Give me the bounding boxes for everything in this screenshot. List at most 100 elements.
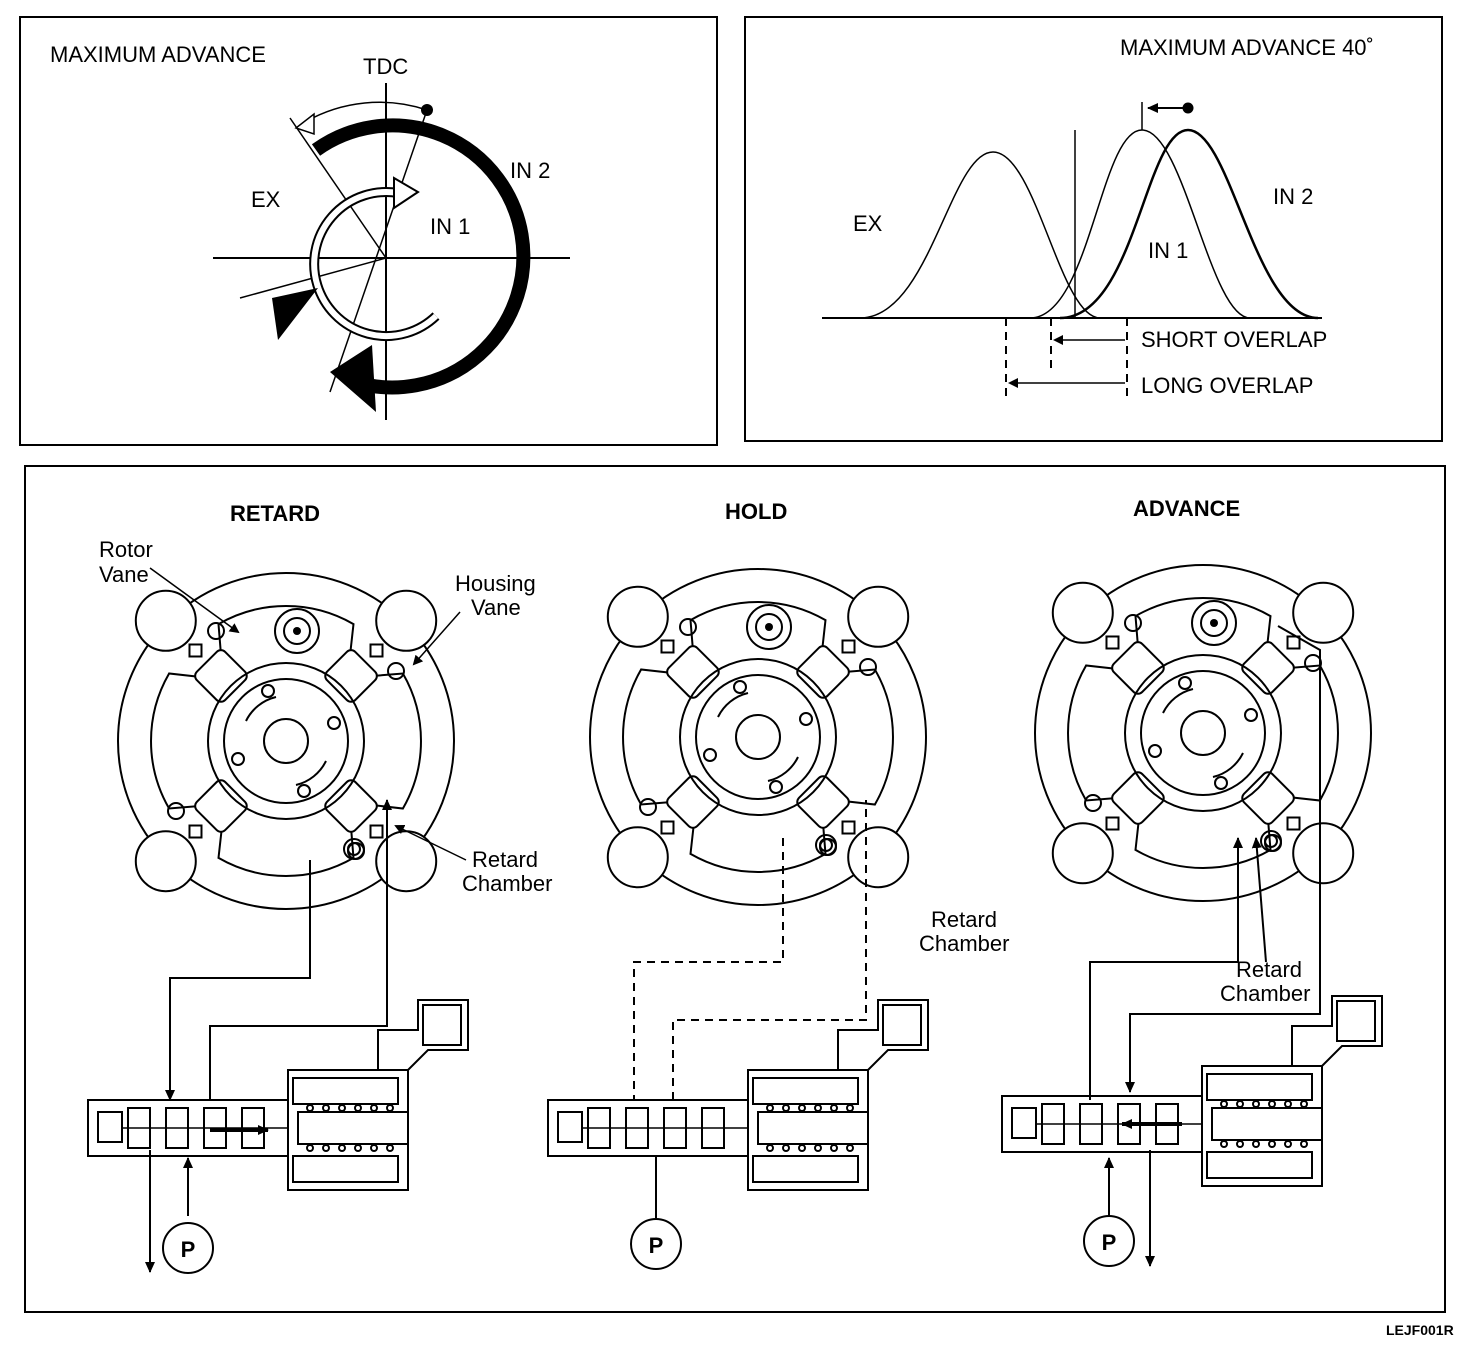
hold-housing-scallop-2	[606, 585, 669, 648]
retard-supply-line	[209, 799, 392, 1100]
advance-pump-label: P	[1102, 1230, 1117, 1255]
advance-bearing-bot-2	[1252, 1140, 1260, 1148]
advance-bearing-bot-1	[1236, 1140, 1244, 1148]
lift-ex-label: EX	[853, 211, 883, 236]
advance-bearing-bot-4	[1284, 1140, 1292, 1148]
advance-bearing-top-3	[1268, 1100, 1276, 1108]
tdc-label: TDC	[363, 54, 408, 79]
retard-rotor-vane-1	[194, 779, 248, 833]
hold-bearing-top-0	[766, 1104, 774, 1112]
retard-housing-scallop-1	[134, 830, 197, 893]
advance-supply-branch	[1251, 837, 1267, 963]
advance-rotor-vane-0	[1241, 771, 1295, 825]
hold-rotor-vane-0	[796, 775, 850, 829]
long-overlap-label: LONG OVERLAP	[1141, 373, 1313, 398]
advance-vane-seal-1	[1105, 816, 1120, 831]
hold-solenoid-case	[747, 1069, 869, 1191]
vvt-rotor-group	[117, 564, 1372, 910]
retard-oil-hole-1	[327, 716, 341, 730]
advance-pump-symbol: P	[1083, 1215, 1135, 1267]
oil-control-valve-group	[87, 995, 1383, 1191]
housing-label-line1: Housing	[455, 571, 536, 596]
hold-oil-hole-1	[799, 712, 813, 726]
ex-label: EX	[251, 187, 281, 212]
retard-pump-circle	[162, 1222, 214, 1274]
retard-pump-symbol: P	[162, 1222, 214, 1274]
hold-oil-groove-1	[717, 692, 749, 718]
retard-dowel-outer	[343, 838, 365, 860]
hold-pump-circle	[630, 1218, 682, 1270]
retard-heading: RETARD	[230, 501, 320, 526]
retard-bearing-top-5	[386, 1104, 394, 1112]
retard-lock-pin-mid	[283, 617, 311, 645]
retard-housing-scallop-3	[375, 589, 438, 652]
hold-oil-hole-2	[733, 680, 747, 694]
in1-arrowhead	[393, 176, 420, 210]
advance-bearing-bot-5	[1300, 1140, 1308, 1148]
retard-hub-outer	[207, 662, 365, 820]
retard-housing-outline	[117, 572, 455, 910]
hold-rotor-vane-3	[796, 645, 850, 699]
lift-panel-title: MAXIMUM ADVANCE 40˚	[1120, 35, 1374, 60]
advance-oil-hole-3	[1214, 776, 1228, 790]
advance-coil-lower	[1206, 1151, 1313, 1179]
advance-hub-outer	[1124, 654, 1282, 812]
hold-lock-pin-mid	[755, 613, 783, 641]
retard-bearing-bot-4	[370, 1144, 378, 1152]
hold-bearing-bot-1	[782, 1144, 790, 1152]
hold-housing-scallop-1	[606, 826, 669, 889]
in1-lift-curve	[1029, 129, 1251, 319]
hold-bearing-bot-2	[798, 1144, 806, 1152]
hold-bearing-top-1	[782, 1104, 790, 1112]
advance-lock-pin-mid	[1200, 609, 1228, 637]
hold-housing-outline	[589, 568, 927, 906]
retard-bearing-bot-3	[354, 1144, 362, 1152]
hold-heading: HOLD	[725, 499, 787, 524]
advance-bearing-top-2	[1252, 1100, 1260, 1108]
hold-bearing-top-3	[814, 1104, 822, 1112]
hold-hub-inner	[695, 674, 821, 800]
retard-connector	[377, 999, 469, 1071]
short-overlap-label: SHORT OVERLAP	[1141, 327, 1327, 352]
housing-vane-pointer	[412, 611, 461, 666]
hold-bolt-hole-2	[679, 618, 697, 636]
in-open-line	[329, 109, 428, 393]
retard-bearing-bot-0	[306, 1144, 314, 1152]
advance-hub-bore	[1180, 710, 1226, 756]
hold-hub-bore	[735, 714, 781, 760]
hold-bolt-hole-1	[639, 798, 657, 816]
advance-rotor	[1034, 564, 1372, 902]
hold-oil-hole-3	[769, 780, 783, 794]
advance-connector	[1291, 995, 1383, 1067]
hold-dowel-outer	[815, 834, 837, 856]
retard-valve-end-cap	[97, 1111, 123, 1143]
advance-retard-chamber-line2: Chamber	[1220, 981, 1310, 1006]
lift-in2-label: IN 2	[1273, 184, 1313, 209]
hold-plunger	[757, 1111, 869, 1145]
retard-vane-seal-2	[188, 643, 203, 658]
hold-pump-symbol: P	[630, 1218, 682, 1270]
retard-bolt-hole-0	[387, 662, 405, 680]
hold-oil-groove-2	[767, 756, 799, 782]
retard-housing-scallop-2	[134, 589, 197, 652]
advance-lock-pin-outer	[1191, 600, 1237, 646]
retard-oil-hole-2	[261, 684, 275, 698]
advance-oil-hole-1	[1244, 708, 1258, 722]
ex-lift-curve	[859, 151, 1101, 319]
advance-housing-scallop-0	[1292, 822, 1355, 885]
advance-rotor-vane-2	[1111, 641, 1165, 695]
retard-drain-line	[165, 860, 311, 1101]
hold-lock-pin-outer	[746, 604, 792, 650]
retard-chamber-label-line1: Retard	[472, 847, 538, 872]
advance-vane-seal-2	[1105, 635, 1120, 650]
advance-solenoid-case	[1201, 1065, 1323, 1187]
advance-shift-dot	[1182, 102, 1194, 114]
retard-pump-label: P	[181, 1237, 196, 1262]
retard-bearing-top-2	[338, 1104, 346, 1112]
advance-housing-outline	[1034, 564, 1372, 902]
in2-arrowhead	[330, 345, 376, 412]
advance-bearing-top-0	[1220, 1100, 1228, 1108]
retard-hub-bore	[263, 718, 309, 764]
advance-bolt-hole-0	[1304, 654, 1322, 672]
lift-in1-label: IN 1	[1148, 238, 1188, 263]
